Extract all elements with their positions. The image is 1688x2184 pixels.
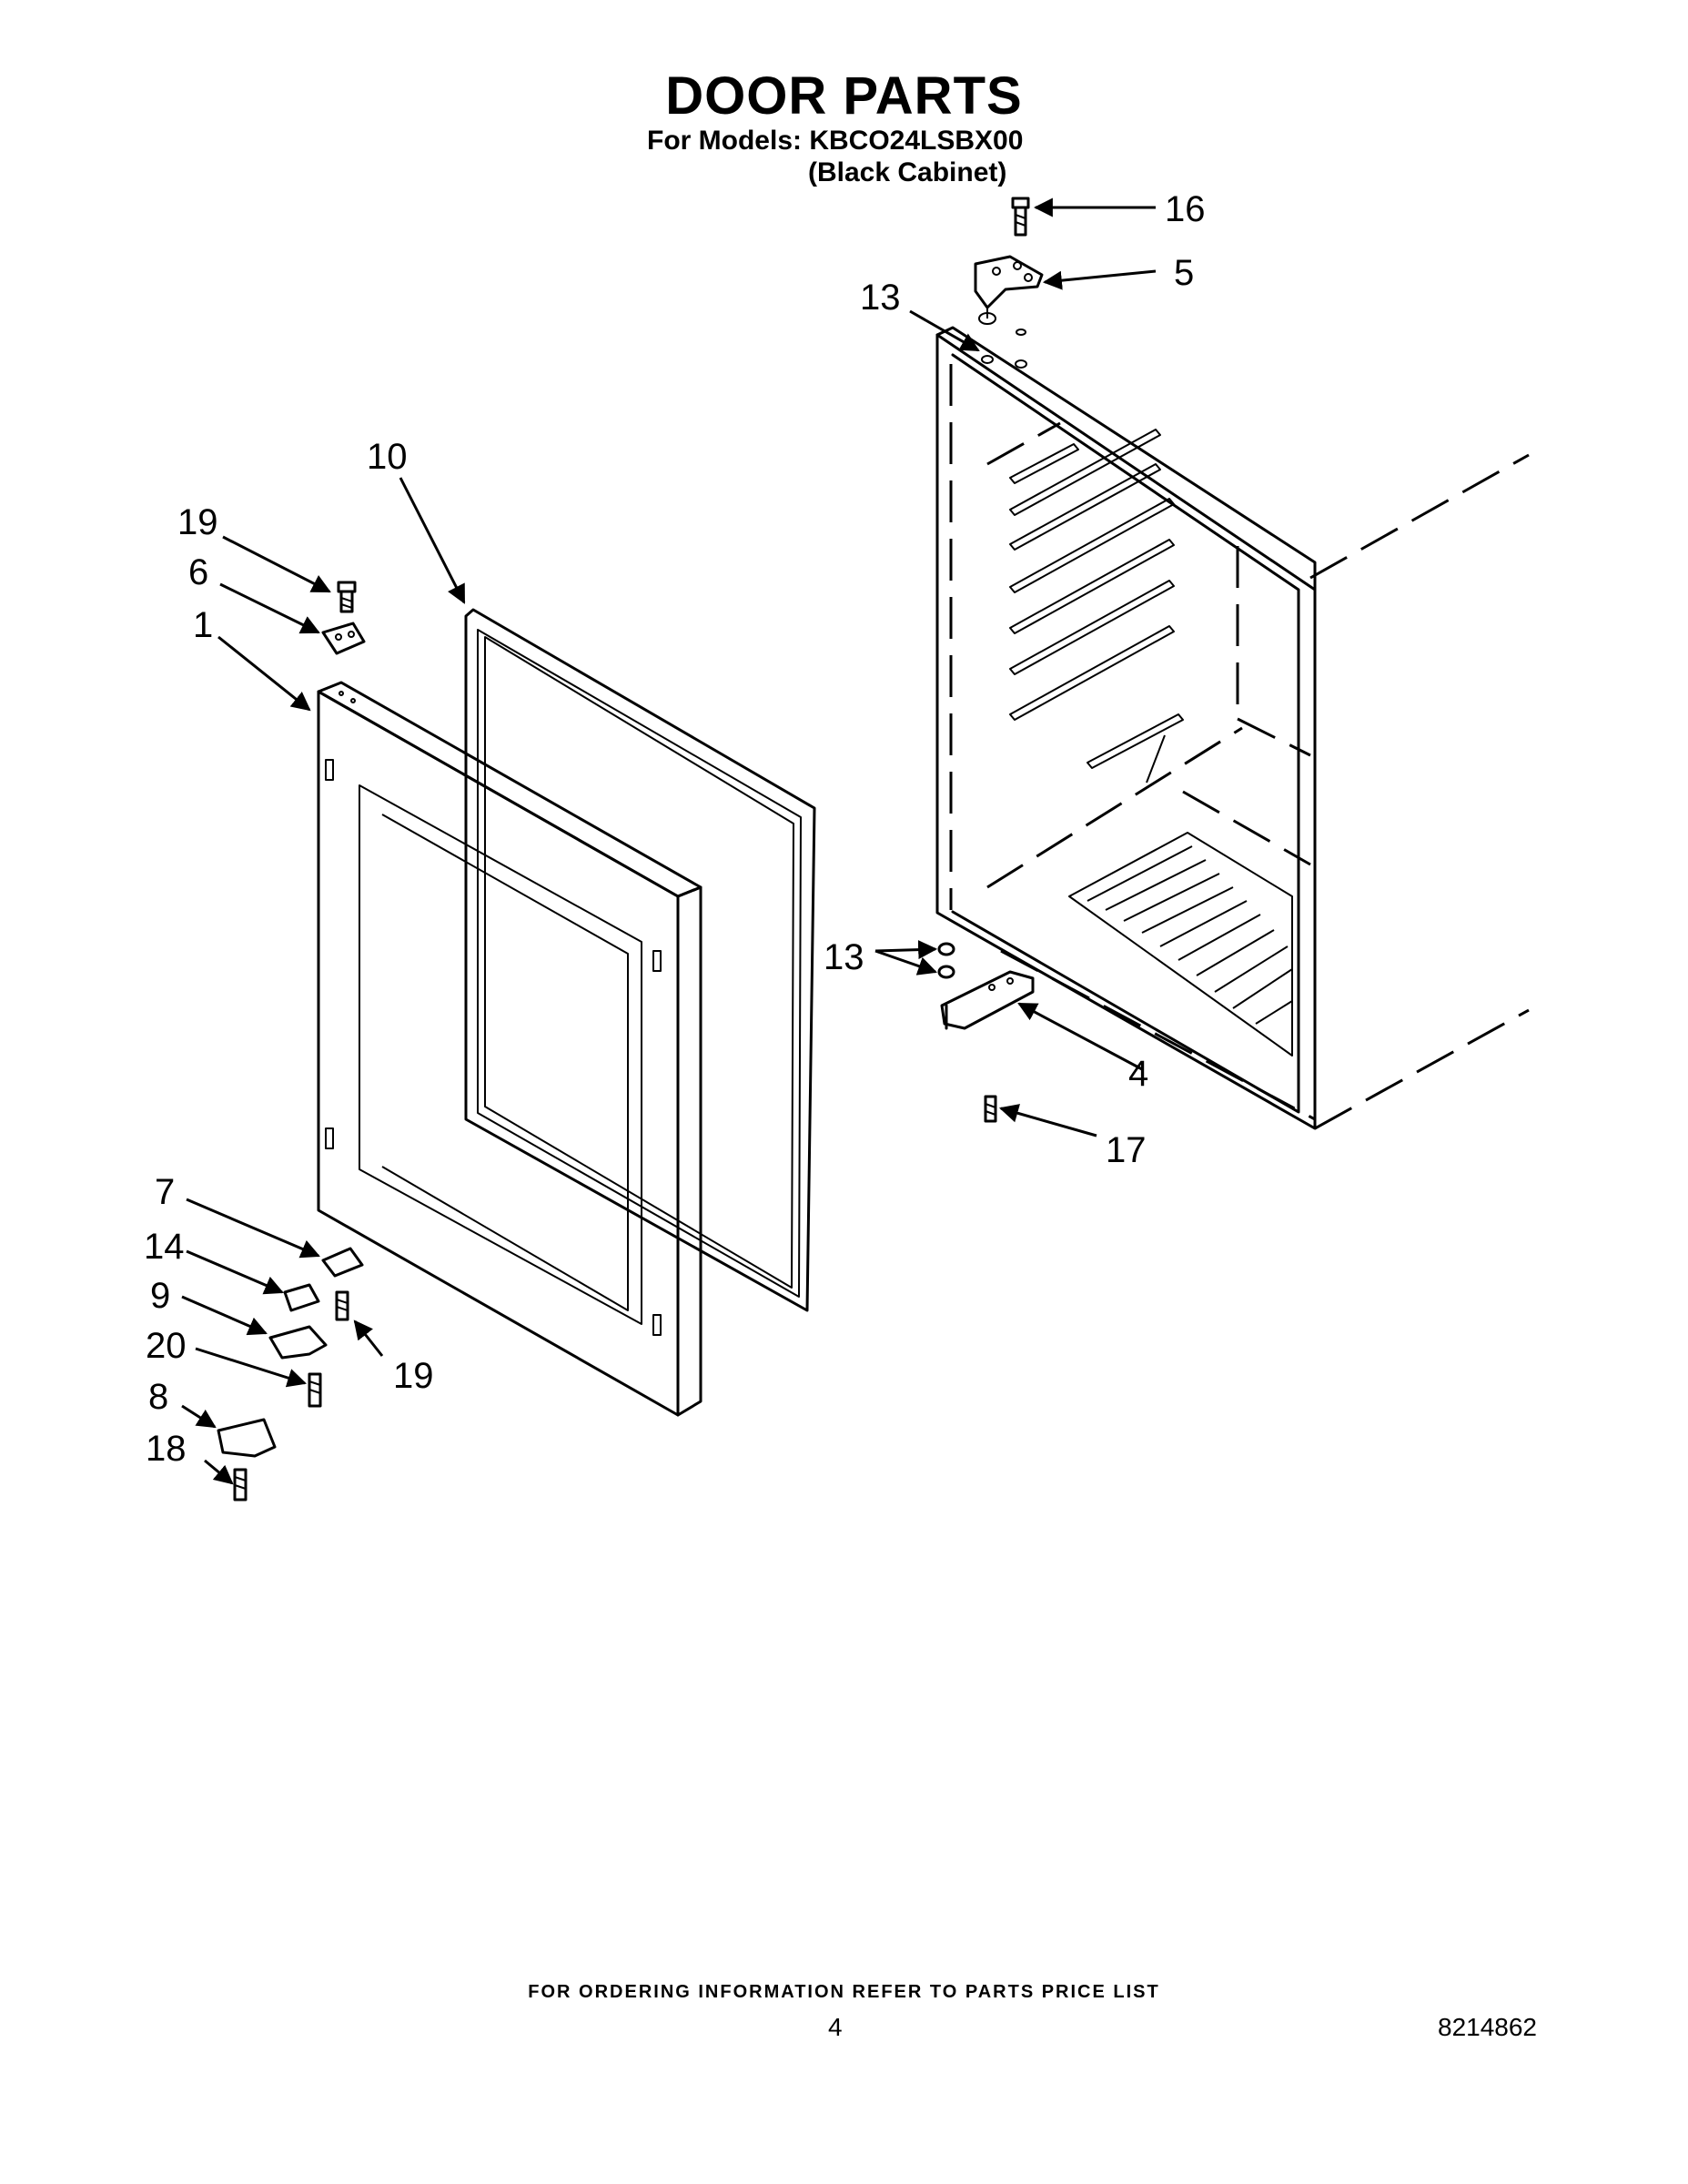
callout-5: 5 — [1174, 253, 1194, 293]
callout-6: 6 — [188, 552, 208, 592]
callout-1: 1 — [193, 605, 213, 645]
cabinet-shelf-ridges — [1009, 429, 1184, 784]
bottom-hinge-part — [940, 970, 1035, 1030]
callout-4: 4 — [1128, 1054, 1148, 1094]
models-line: For Models: KBCO24LSBX00 — [647, 126, 1024, 156]
callout-13-bottom: 13 — [824, 937, 864, 977]
bracket-screw-part — [308, 1372, 322, 1408]
document-number: 8214862 — [1438, 2013, 1538, 2041]
page-number: 4 — [828, 2013, 843, 2041]
stop-screw-part — [233, 1468, 248, 1502]
door-top-screw-part — [337, 581, 357, 613]
washer-parts — [937, 942, 955, 979]
cabinet-line: (Black Cabinet) — [808, 157, 1007, 187]
bracket-part — [268, 1325, 328, 1360]
callout-labels: 16 5 13 10 19 6 1 13 4 17 7 14 9 20 19 8… — [144, 189, 1206, 1469]
stop-plate-part — [217, 1418, 277, 1458]
door-top-hinge-part — [321, 622, 366, 655]
callout-18: 18 — [146, 1429, 187, 1469]
spacer-part — [283, 1283, 320, 1312]
callout-9: 9 — [150, 1276, 170, 1316]
callout-8: 8 — [148, 1377, 168, 1417]
callout-13-top: 13 — [860, 278, 901, 318]
door-bottom-screw-part — [335, 1290, 349, 1321]
callout-10: 10 — [367, 437, 408, 477]
callout-19-bottom: 19 — [393, 1356, 434, 1396]
callout-7: 7 — [155, 1172, 175, 1212]
door-gasket-part — [464, 608, 816, 1312]
page-title: DOOR PARTS — [665, 66, 1023, 126]
bottom-screw-part — [984, 1095, 997, 1123]
leader-lines — [181, 197, 1157, 1485]
door-bottom-hinge-part — [321, 1247, 364, 1278]
top-hinge-part — [974, 255, 1044, 318]
callout-14: 14 — [144, 1227, 185, 1267]
callout-17: 17 — [1106, 1130, 1147, 1170]
top-screw-part — [1011, 197, 1030, 237]
callout-16: 16 — [1165, 189, 1206, 229]
door-panel-part — [317, 681, 702, 1417]
ordering-info: FOR ORDERING INFORMATION REFER TO PARTS … — [528, 1982, 1160, 2002]
callout-19-top: 19 — [177, 502, 218, 542]
callout-20: 20 — [146, 1326, 187, 1366]
cabinet-floor-grille — [1068, 832, 1293, 1057]
